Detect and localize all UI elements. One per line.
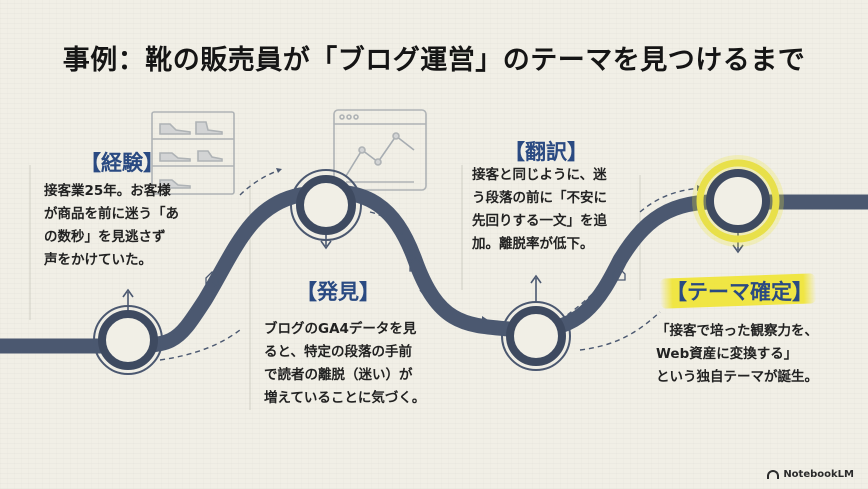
slide-title: 事例：靴の販売員が「ブログ運営」のテーマを見つけるまで — [62, 45, 806, 76]
text-line: う段落の前に「不安に — [472, 190, 607, 206]
text-line: で読者の離脱（迷い）が — [264, 367, 413, 383]
dashed-guides — [159, 169, 701, 361]
stage-node-1 — [93, 305, 163, 375]
house-markers — [205, 258, 626, 285]
text-line: が商品を前に迷う「あ — [44, 206, 179, 222]
shoe-shelf-icon — [151, 111, 235, 195]
brand-label: NotebookLM — [783, 469, 854, 480]
stage-node-4-glow — [692, 155, 784, 247]
text-line: ると、特定の段落の手前 — [264, 344, 412, 360]
text-line: の数秒」を見逃さず — [44, 229, 166, 245]
notebooklm-logo-icon — [767, 470, 780, 479]
stage-experience-text: 接客業25年。お客様 が商品を前に迷う「あ の数秒」を見逃さず 声をかけていた。 — [44, 180, 179, 272]
stage-theme-title: 【テーマ確定】 — [666, 280, 813, 304]
stage-translation-title: 【翻訳】 — [504, 140, 588, 164]
stage-node-3 — [501, 301, 571, 371]
stage-node-2 — [290, 169, 362, 241]
stage-theme-text: 「接客で培った観察力を、 Web資産に変換する」 という独自テーマが誕生。 — [656, 320, 818, 389]
stage-experience-title: 【経験】 — [80, 151, 164, 175]
text-line: ブログのGA4データを見 — [264, 321, 417, 337]
text-line: 加。離脱率が低下。 — [472, 236, 594, 252]
text-line: Web資産に変換する」 — [656, 346, 798, 362]
text-line: 増えていることに気づく。 — [264, 390, 426, 406]
text-line: 接客業25年。お客様 — [44, 183, 171, 199]
text-line: 「接客で培った観察力を、 — [656, 323, 818, 339]
stage-discovery-title: 【発見】 — [296, 280, 380, 304]
stage-translation-text: 接客と同じように、迷 う段落の前に「不安に 先回りする一文」を追 加。離脱率が低… — [472, 164, 607, 256]
analytics-browser-icon — [333, 109, 427, 191]
text-line: という独自テーマが誕生。 — [656, 369, 818, 385]
brand-watermark: NotebookLM — [767, 469, 854, 480]
text-line: 声をかけていた。 — [44, 252, 152, 268]
text-line: 接客と同じように、迷 — [472, 167, 607, 183]
stage-discovery-text: ブログのGA4データを見 ると、特定の段落の手前 で読者の離脱（迷い）が 増えて… — [264, 318, 425, 410]
text-line: 先回りする一文」を追 — [472, 213, 607, 229]
